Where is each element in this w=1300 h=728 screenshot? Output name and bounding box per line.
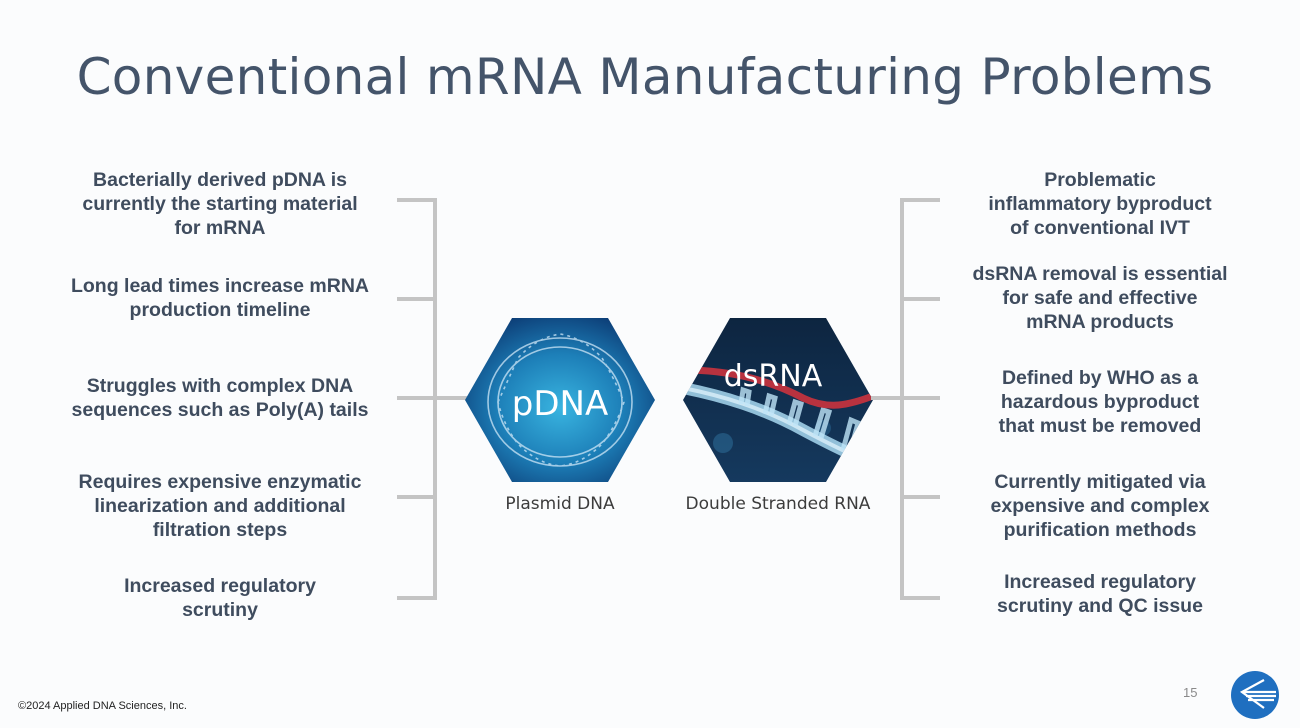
- right-point-5: Increased regulatory scrutiny and QC iss…: [930, 570, 1270, 618]
- point-line: purification methods: [1003, 519, 1197, 541]
- pdna-hexagon: pDNA: [465, 318, 655, 482]
- dsrna-hexagon: dsRNA: [683, 318, 873, 482]
- left-point-5: Increased regulatory scrutiny: [40, 574, 400, 622]
- left-bracket-tick: [397, 596, 437, 600]
- point-line: filtration steps: [152, 519, 288, 541]
- left-point-4: Requires expensive enzymatic linearizati…: [40, 470, 400, 542]
- point-line: for mRNA: [174, 217, 266, 239]
- slide-title: Conventional mRNA Manufacturing Problems: [76, 48, 1214, 106]
- point-line: scrutiny: [182, 599, 258, 621]
- page-number: 15: [1183, 685, 1198, 700]
- left-point-1: Bacterially derived pDNA is currently th…: [40, 168, 400, 240]
- point-line: Long lead times increase mRNA: [70, 275, 369, 297]
- point-line: hazardous byproduct: [1000, 391, 1200, 413]
- point-line: of conventional IVT: [1010, 217, 1190, 239]
- right-connector: [871, 396, 904, 400]
- left-bracket-tick: [397, 297, 437, 301]
- point-line: Increased regulatory: [1004, 571, 1196, 593]
- dna-helix-image: pDNA: [465, 318, 655, 482]
- rna-strand-image: dsRNA: [683, 318, 873, 482]
- point-line: linearization and additional: [94, 495, 346, 517]
- dsrna-overlay-text: dsRNA: [724, 359, 823, 394]
- point-line: production timeline: [129, 299, 311, 321]
- pdna-overlay-text: pDNA: [512, 384, 608, 424]
- company-logo-icon: [1231, 671, 1279, 719]
- point-line: scrutiny and QC issue: [997, 595, 1203, 617]
- point-line: that must be removed: [998, 415, 1202, 437]
- point-line: Defined by WHO as a: [1001, 367, 1199, 389]
- right-point-4: Currently mitigated via expensive and co…: [930, 470, 1270, 542]
- right-point-3: Defined by WHO as a hazardous byproduct …: [930, 366, 1270, 438]
- right-point-2: dsRNA removal is essential for safe and …: [930, 262, 1270, 334]
- point-line: mRNA products: [1026, 311, 1174, 333]
- right-point-1: Problematic inflammatory byproduct of co…: [930, 168, 1270, 240]
- point-line: Bacterially derived pDNA is: [93, 169, 347, 191]
- left-bracket-tick: [397, 495, 437, 499]
- point-line: Requires expensive enzymatic: [78, 471, 362, 493]
- right-bracket-tick: [900, 495, 940, 499]
- right-bracket-tick: [900, 596, 940, 600]
- left-point-2: Long lead times increase mRNA production…: [40, 274, 400, 322]
- pdna-caption: Plasmid DNA: [505, 494, 615, 514]
- point-line: Struggles with complex DNA: [86, 375, 354, 397]
- dsrna-caption: Double Stranded RNA: [685, 494, 871, 514]
- point-line: currently the starting material: [82, 193, 358, 215]
- point-line: expensive and complex: [990, 495, 1210, 517]
- right-bracket-tick: [900, 198, 940, 202]
- point-line: dsRNA removal is essential: [972, 263, 1228, 285]
- point-line: Problematic: [1044, 169, 1156, 191]
- right-bracket-tick: [900, 297, 940, 301]
- point-line: Currently mitigated via: [994, 471, 1206, 493]
- point-line: inflammatory byproduct: [988, 193, 1212, 215]
- point-line: Increased regulatory: [124, 575, 316, 597]
- copyright-text: ©2024 Applied DNA Sciences, Inc.: [18, 700, 187, 712]
- point-line: sequences such as Poly(A) tails: [71, 399, 369, 421]
- right-bracket-tick: [900, 396, 940, 400]
- point-line: for safe and effective: [1002, 287, 1198, 309]
- left-bracket-tick: [397, 198, 437, 202]
- left-bracket-tick: [397, 396, 467, 400]
- left-point-3: Struggles with complex DNA sequences suc…: [40, 374, 400, 422]
